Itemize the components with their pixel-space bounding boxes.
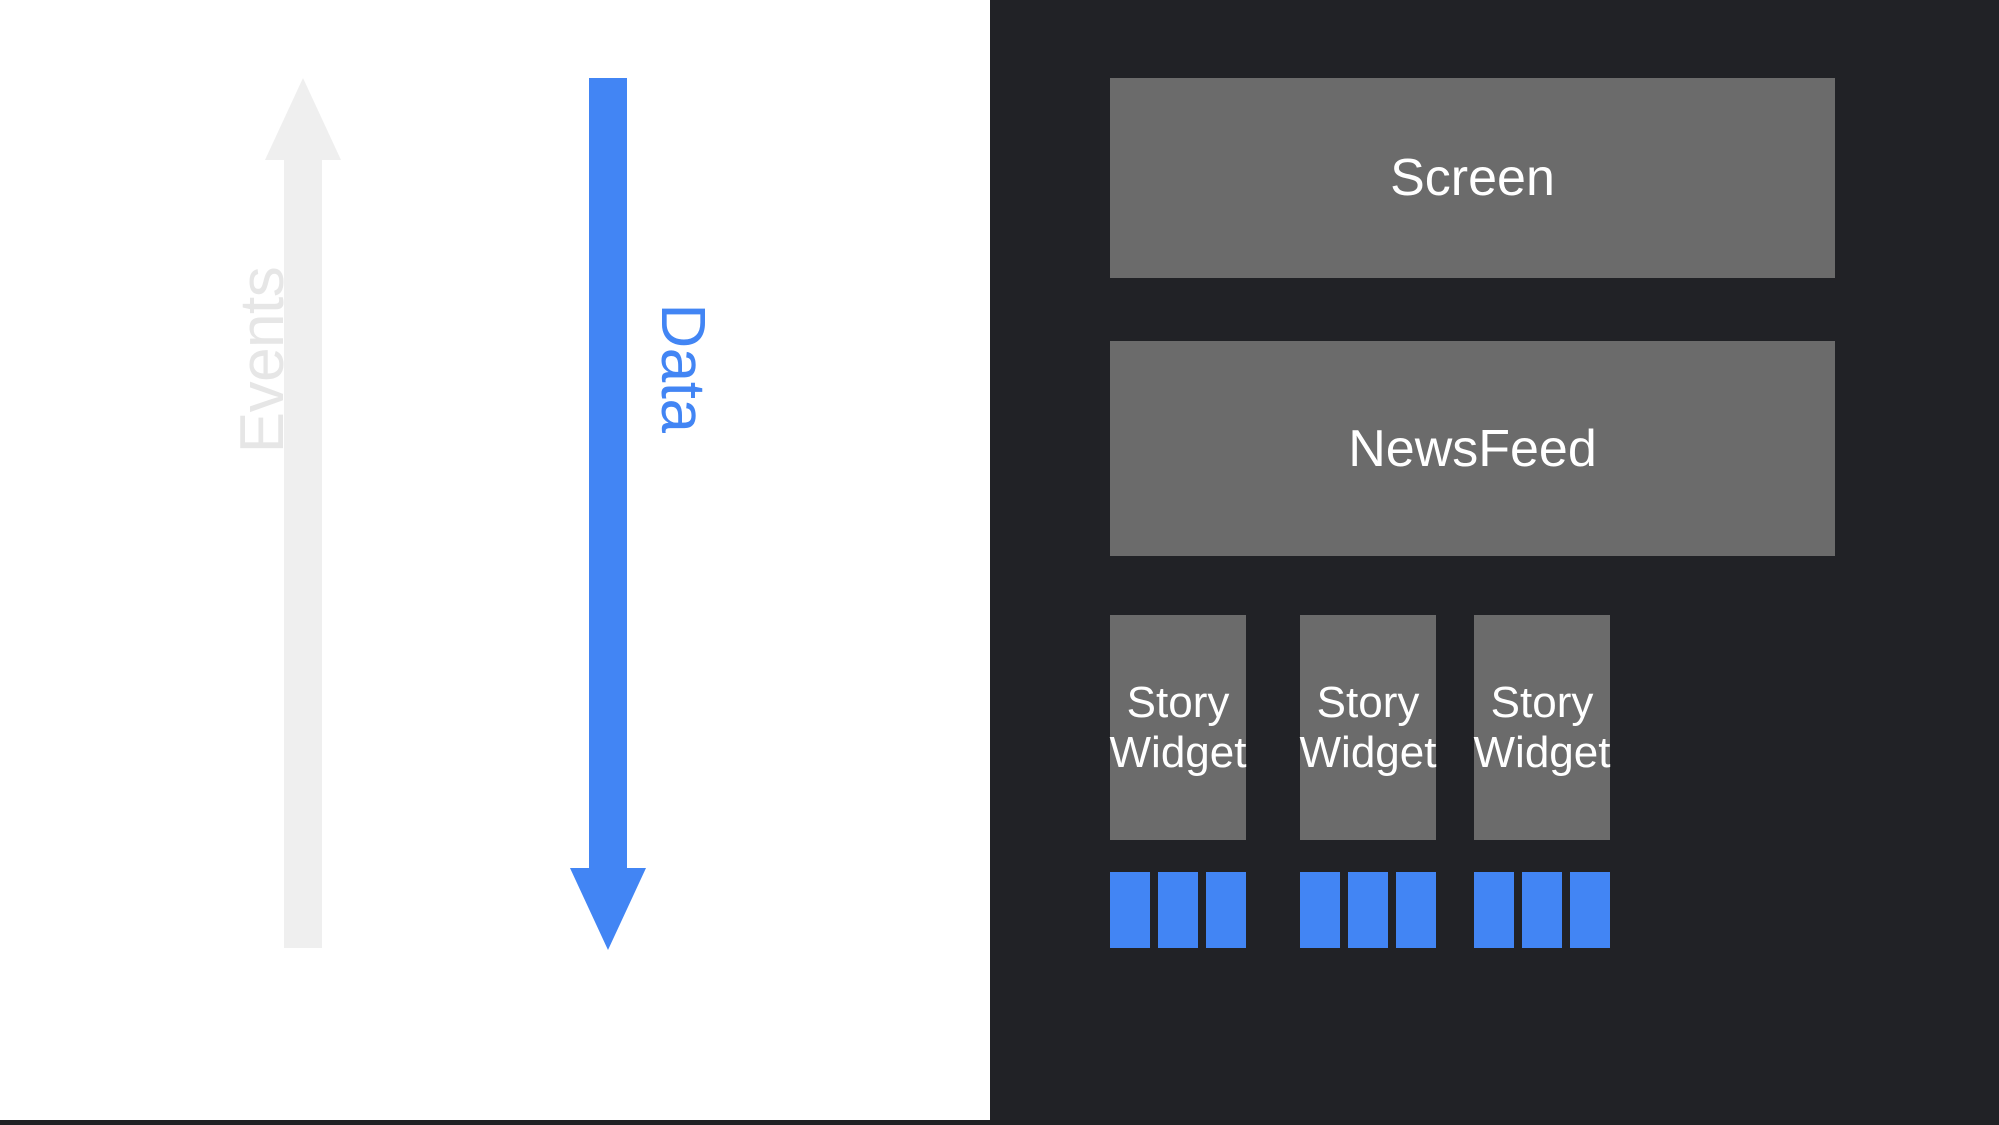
leaf-group	[1110, 872, 1246, 948]
leaf-node[interactable]	[1570, 872, 1610, 948]
events-flow-label: Events	[228, 266, 297, 454]
leaf-node[interactable]	[1300, 872, 1340, 948]
leaf-group	[1474, 872, 1610, 948]
story-widget-text: Story Widget	[1110, 678, 1247, 777]
leaf-node[interactable]	[1348, 872, 1388, 948]
story-widget-line1: Story	[1126, 678, 1230, 728]
flow-legend-panel: Events Data	[0, 0, 990, 1120]
data-flow-label: Data	[648, 303, 717, 433]
leaf-node[interactable]	[1396, 872, 1436, 948]
story-widget-row: Story Widget Story Widget Story Widget	[1110, 615, 1846, 840]
story-widget-line2: Widget	[1299, 727, 1437, 777]
node-story-widget[interactable]: Story Widget	[1110, 615, 1246, 840]
story-widget-line2: Widget	[1109, 727, 1247, 777]
node-story-widget[interactable]: Story Widget	[1474, 615, 1610, 840]
node-screen[interactable]: Screen	[1110, 78, 1835, 278]
arrow-up-icon	[265, 78, 341, 948]
story-widget-text: Story Widget	[1300, 678, 1437, 777]
leaf-group	[1300, 872, 1436, 948]
leaf-node[interactable]	[1158, 872, 1198, 948]
story-widget-line2: Widget	[1473, 727, 1611, 777]
story-widget-line1: Story	[1490, 678, 1594, 728]
leaf-node[interactable]	[1522, 872, 1562, 948]
node-story-widget[interactable]: Story Widget	[1300, 615, 1436, 840]
story-widget-text: Story Widget	[1474, 678, 1611, 777]
widget-tree-panel: Screen NewsFeed Story Widget Story Widge…	[990, 0, 1999, 1120]
leaf-node[interactable]	[1110, 872, 1150, 948]
leaf-node[interactable]	[1474, 872, 1514, 948]
story-widget-line1: Story	[1316, 678, 1420, 728]
leaf-node[interactable]	[1206, 872, 1246, 948]
node-newsfeed[interactable]: NewsFeed	[1110, 341, 1835, 556]
leaf-node-row	[1110, 872, 1846, 948]
arrow-down-icon	[570, 78, 646, 950]
